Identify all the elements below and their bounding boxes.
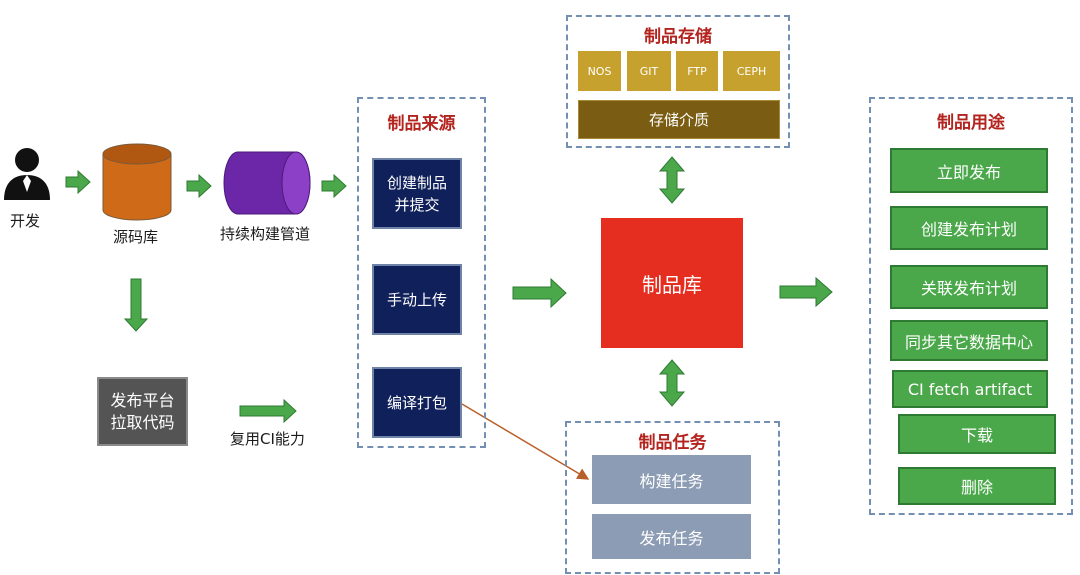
sources-title: 制品来源 <box>387 114 456 134</box>
developer-icon <box>4 148 50 200</box>
developer-label: 开发 <box>10 212 41 230</box>
usage-item-link-plan: 关联发布计划 <box>890 265 1048 309</box>
source-item-create: 创建制品 并提交 <box>372 158 462 229</box>
arrow-dev-to-repo <box>65 169 91 195</box>
storage-media: 存储介质 <box>578 100 780 139</box>
arrow-pipeline-to-sources <box>321 173 347 199</box>
reuse-ci-label: 复用CI能力 <box>230 430 305 448</box>
storage-backend-nos: NOS <box>578 51 621 91</box>
usage-item-publish-now: 立即发布 <box>890 148 1048 193</box>
storage-backend-ceph: CEPH <box>723 51 780 91</box>
usage-item-download: 下载 <box>898 414 1056 454</box>
source-item-upload: 手动上传 <box>372 264 462 335</box>
task-publish: 发布任务 <box>592 514 751 559</box>
database-icon <box>102 143 172 221</box>
storage-backend-ftp: FTP <box>676 51 718 91</box>
source-item-compile: 编译打包 <box>372 367 462 438</box>
pipeline-icon <box>223 151 311 215</box>
task-build: 构建任务 <box>592 455 751 504</box>
artifact-repository: 制品库 <box>601 218 743 348</box>
storage-title: 制品存储 <box>644 27 712 47</box>
usage-item-delete: 删除 <box>898 467 1056 505</box>
arrow-repo-down <box>123 278 149 332</box>
arrow-compile-to-build-task <box>461 403 590 480</box>
source-repo-label: 源码库 <box>113 228 159 246</box>
arrow-repo-to-pipeline <box>186 173 212 199</box>
tasks-section: 制品任务 <box>565 421 780 574</box>
tasks-title: 制品任务 <box>638 433 707 453</box>
sources-section: 制品来源 <box>357 97 486 448</box>
usage-item-ci-fetch: CI fetch artifact <box>892 370 1048 408</box>
storage-backend-git: GIT <box>627 51 671 91</box>
usage-section: 制品用途 <box>869 97 1073 515</box>
arrow-sources-to-repository <box>512 277 567 309</box>
usage-item-create-plan: 创建发布计划 <box>890 206 1048 250</box>
arrow-publish-to-ci <box>239 398 297 424</box>
arrow-repository-storage-bidirectional <box>658 156 686 204</box>
pipeline-label: 持续构建管道 <box>220 225 311 243</box>
arrow-repository-tasks-bidirectional <box>658 359 686 407</box>
arrow-repository-to-usage <box>779 276 833 308</box>
usage-item-sync-dc: 同步其它数据中心 <box>890 320 1048 361</box>
usage-title: 制品用途 <box>937 113 1005 133</box>
publish-platform-box: 发布平台 拉取代码 <box>97 377 188 446</box>
storage-section: 制品存储 <box>566 15 790 148</box>
